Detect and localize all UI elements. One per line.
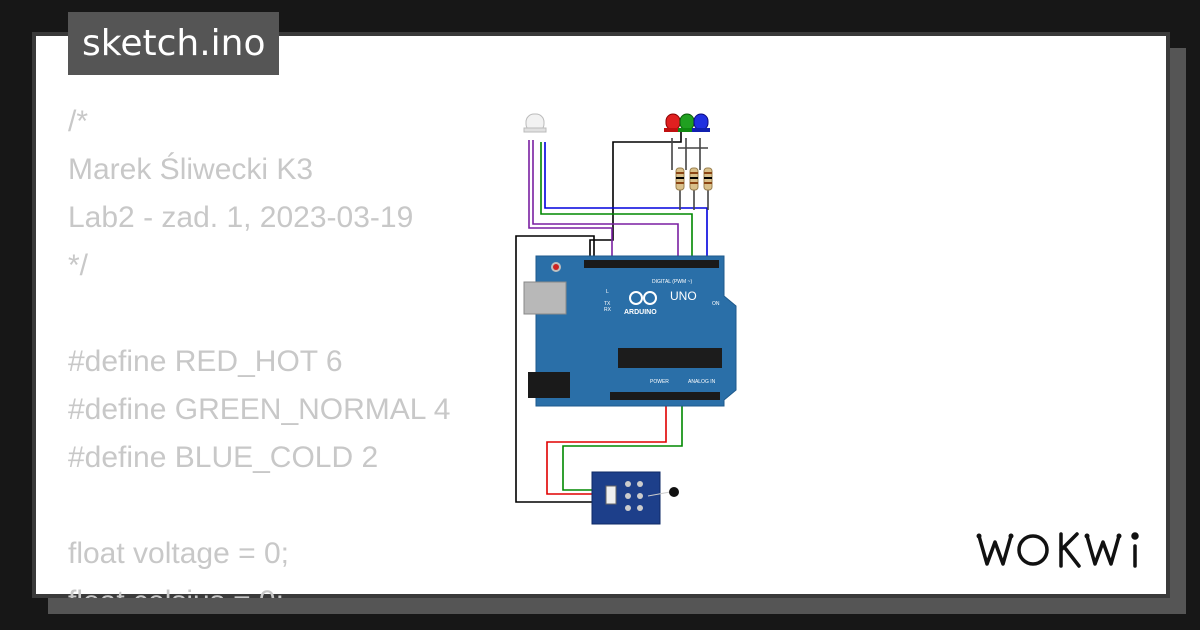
code-line xyxy=(68,290,498,338)
power-label: POWER xyxy=(650,379,669,385)
code-line: float celsius = 0; xyxy=(68,578,498,598)
code-line: Lab2 - zad. 1, 2023-03-19 xyxy=(68,201,414,234)
blue-led[interactable] xyxy=(692,113,710,132)
code-line: #define RED_HOT 6 xyxy=(68,345,343,378)
code-line: #define GREEN_NORMAL 4 xyxy=(68,393,451,426)
resistor[interactable] xyxy=(703,167,713,191)
board-model: UNO xyxy=(670,289,697,303)
rgb-led[interactable] xyxy=(523,113,547,133)
digital-label: DIGITAL (PWM ~) xyxy=(652,279,692,285)
board-brand: ARDUINO xyxy=(624,309,657,316)
wire-purple-2 xyxy=(528,140,613,260)
arduino-logo-icon xyxy=(629,291,657,305)
filename-tab[interactable]: sketch.ino xyxy=(68,12,280,75)
code-editor[interactable]: /* Marek Śliwecki K3 Lab2 - zad. 1, 2023… xyxy=(68,98,498,598)
wire-signal xyxy=(562,400,683,491)
tx-label: TX xyxy=(604,301,611,307)
code-line: #define BLUE_COLD 2 xyxy=(68,441,379,474)
wire-gnd-sensor xyxy=(515,235,595,503)
arduino-uno-board[interactable]: ARDUINO UNO DIGITAL (PWM ~) POWER ANALOG… xyxy=(523,255,737,407)
code-line: */ xyxy=(68,249,89,282)
on-label: ON xyxy=(712,301,720,307)
l-label: L xyxy=(606,289,609,295)
circuit-diagram[interactable]: ARDUINO UNO DIGITAL (PWM ~) POWER ANALOG… xyxy=(500,100,760,530)
code-line: /* xyxy=(68,105,89,138)
rx-label: RX xyxy=(604,307,612,313)
wokwi-logo[interactable] xyxy=(975,522,1153,578)
wire-blue xyxy=(544,142,708,260)
wire-green xyxy=(540,142,693,260)
code-line: Marek Śliwecki K3 xyxy=(68,153,314,186)
resistor[interactable] xyxy=(689,167,699,191)
wire-vcc xyxy=(546,400,667,495)
code-line xyxy=(68,482,498,530)
green-led[interactable] xyxy=(678,113,696,132)
code-line: float voltage = 0; xyxy=(68,537,289,570)
wire-purple xyxy=(532,140,679,260)
temperature-sensor-module[interactable] xyxy=(591,471,679,525)
resistor[interactable] xyxy=(675,167,685,191)
analog-label: ANALOG IN xyxy=(688,379,716,385)
